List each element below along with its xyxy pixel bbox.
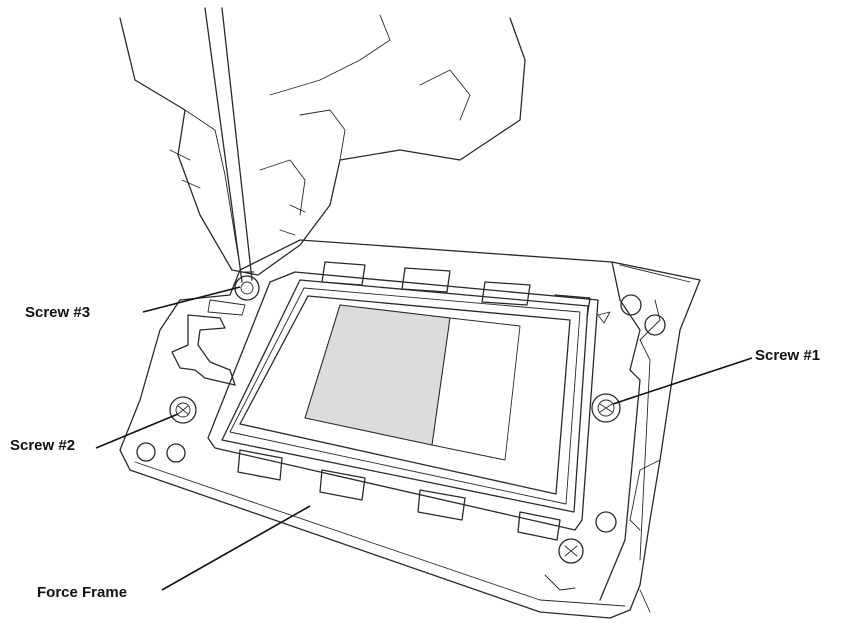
screw-1 bbox=[591, 393, 621, 423]
screw3-label: Screw #3 bbox=[25, 304, 90, 321]
force-frame bbox=[119, 239, 701, 619]
screw2-leader bbox=[95, 413, 179, 449]
screw1-label: Screw #1 bbox=[755, 347, 820, 364]
extra-posts bbox=[136, 294, 666, 564]
hand bbox=[119, 14, 526, 276]
cpu-die bbox=[304, 304, 451, 446]
force-frame-label: Force Frame bbox=[37, 584, 127, 601]
screw3-leader bbox=[142, 286, 241, 313]
cpu-package bbox=[207, 271, 599, 531]
screwdriver bbox=[204, 7, 255, 283]
force-frame-leader bbox=[161, 505, 311, 591]
screw-2 bbox=[169, 396, 197, 424]
screw2-label: Screw #2 bbox=[10, 437, 75, 454]
screw1-leader bbox=[612, 357, 753, 405]
